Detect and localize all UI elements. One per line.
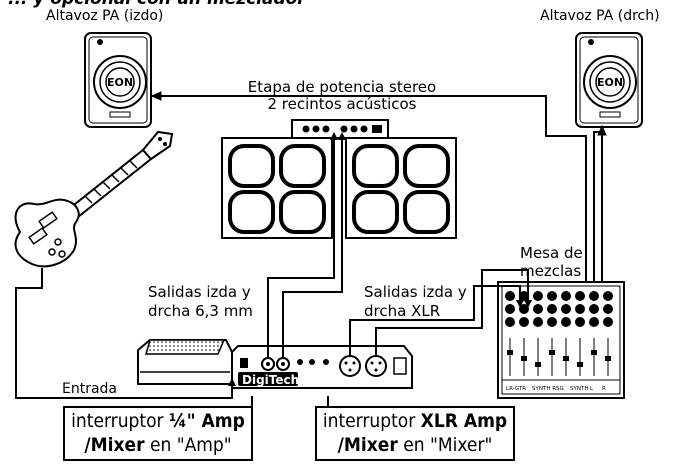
cable-xlr-right [375, 269, 529, 356]
mixer-knob [575, 304, 585, 314]
label-outputs-quarter-line2: drcha 6,3 mm [148, 302, 253, 320]
mixer-knob [575, 317, 585, 327]
mixer-strip-label: SYNTH [570, 386, 588, 392]
speaker-logo-left: EON [107, 76, 133, 89]
switch-amp-bold2: /Mixer [84, 434, 145, 456]
cables [15, 91, 607, 399]
fader-cap [521, 356, 527, 361]
mixer-knob [547, 317, 557, 327]
mixer-knob [575, 291, 585, 301]
label-outputs-xlr-line1: Salidas izda y [364, 283, 467, 301]
mixer-knob [519, 304, 529, 314]
speaker-cabinet-left [221, 137, 333, 239]
switch-mixer-bold1: XLR Amp [420, 410, 508, 432]
cable-quarter-right [282, 140, 343, 358]
pa-speaker-right: EON [575, 32, 643, 128]
mixer-knob [519, 317, 529, 327]
header-partial: ... y opcional con un mezclador [8, 0, 307, 9]
unit-logo: DigiTech [242, 373, 299, 387]
mixer-knob [533, 304, 543, 314]
cable-guitar-input [15, 268, 233, 399]
mixer-knob [561, 304, 571, 314]
label-mixer: Mesa de mezclas [520, 244, 583, 280]
fader-cap [549, 350, 555, 355]
mixer-knob [561, 317, 571, 327]
speaker-logo-right: EON [597, 76, 623, 89]
fader-cap [563, 356, 569, 361]
mixer-knob [547, 291, 557, 301]
switch-mixer-bold2: /Mixer [337, 434, 398, 456]
label-outputs-quarter-line1: Salidas izda y [148, 283, 251, 301]
mixer-knob [533, 291, 543, 301]
mixer-faders [507, 338, 611, 376]
cable-pa-left [150, 91, 587, 282]
mixer-strip-label: L [590, 386, 594, 392]
label-mixer-line1: Mesa de [520, 244, 583, 262]
digitech-processor: DigiTech [231, 345, 413, 389]
mixer-strip-label: R [602, 386, 606, 392]
label-power-amp-line1: Etapa de potencia stereo [247, 78, 437, 96]
label-mixer-line2: mezclas [520, 262, 582, 280]
mixer-knob [603, 304, 613, 314]
switch-amp-bold1: ¼" Amp [168, 410, 245, 432]
label-pa-right: Altavoz PA (drch) [540, 8, 660, 24]
label-power-amp-line2: 2 recintos acústicos [267, 95, 417, 113]
power-amp-head [291, 119, 389, 139]
label-outputs-quarter: Salidas izda y drcha 6,3 mm [148, 283, 253, 321]
switch-mixer-prefix: interruptor [322, 410, 421, 432]
fader-cap [535, 362, 541, 367]
arrow-heads [228, 132, 532, 386]
mixer-strip-label: SG [556, 386, 564, 392]
mixer-knob [603, 317, 613, 327]
mixer-strip-label: SYNTH R [532, 386, 556, 392]
mixer-knob [505, 291, 515, 301]
switch-amp-suffix: en "Amp" [144, 434, 232, 456]
fader-cap [605, 356, 611, 361]
pa-speaker-left: EON [84, 32, 152, 128]
mixer-knob [505, 304, 515, 314]
mixer-knobs [505, 291, 613, 327]
switch-mixer-suffix: en "Mixer" [397, 434, 493, 456]
fader-cap [507, 350, 513, 355]
label-outputs-xlr: Salidas izda y drcha XLR [364, 283, 467, 321]
fader-cap [577, 362, 583, 367]
mixer-knob [505, 317, 515, 327]
switch-mixer-box: interruptor XLR Amp /Mixer en "Mixer" [315, 406, 515, 461]
cable-xlr-left [349, 285, 521, 356]
mixer-knob [547, 304, 557, 314]
expression-pedal [137, 339, 233, 385]
fader-cap [591, 350, 597, 355]
speaker-cabinet-right [345, 137, 457, 239]
mixer-knob [589, 317, 599, 327]
mixer-strip-label: LR-GTR [506, 386, 526, 392]
label-outputs-xlr-line2: drcha XLR [364, 302, 441, 320]
label-input: Entrada [62, 381, 118, 397]
mixer-knob [603, 291, 613, 301]
cable-quarter-left [267, 140, 335, 358]
electric-guitar [14, 130, 174, 268]
label-pa-left: Altavoz PA (izdo) [46, 8, 164, 24]
mixer-knob [589, 304, 599, 314]
label-power-amp: Etapa de potencia stereo 2 recintos acús… [244, 79, 440, 113]
switch-amp-prefix: interruptor [71, 410, 169, 432]
mixer-knob [561, 291, 571, 301]
mixer-knob [533, 317, 543, 327]
mixer-knob [589, 291, 599, 301]
switch-amp-box: interruptor ¼" Amp /Mixer en "Amp" [63, 406, 253, 461]
